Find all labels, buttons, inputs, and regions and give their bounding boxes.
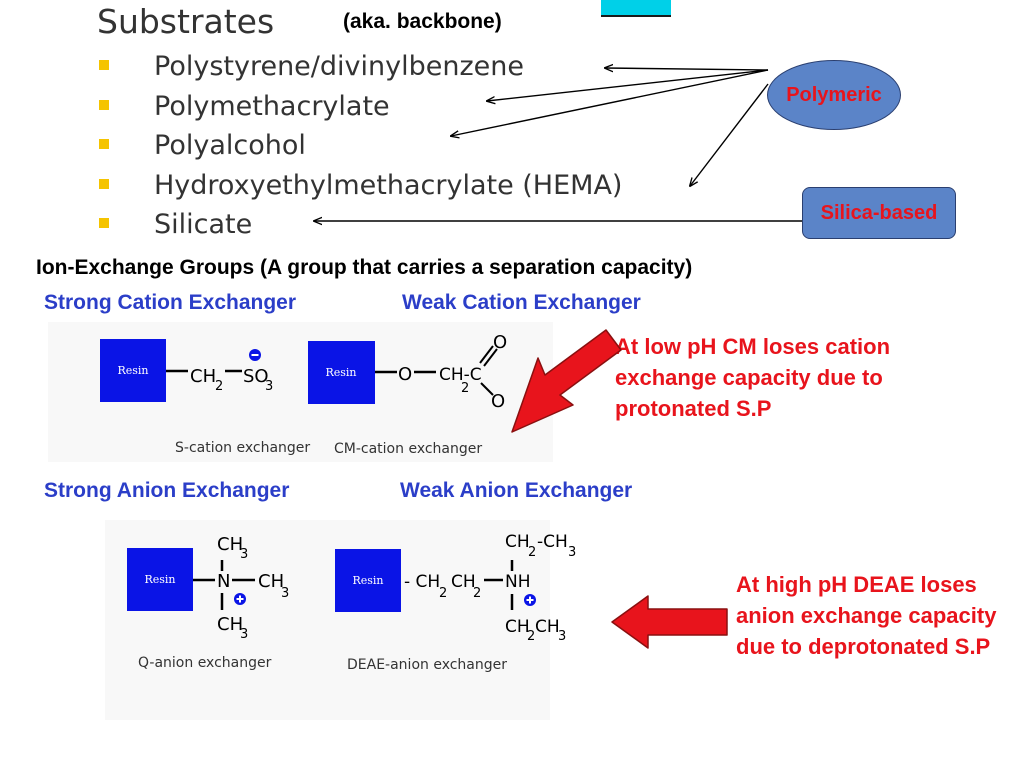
svg-text:CH: CH <box>451 572 476 592</box>
svg-text:CH: CH <box>505 617 530 637</box>
svg-text:-CH: -CH <box>537 532 568 552</box>
svg-text:CH: CH <box>217 614 243 635</box>
svg-text:N: N <box>217 571 230 592</box>
arrow-to-polymethacrylate <box>487 69 769 101</box>
svg-text:O: O <box>491 391 505 412</box>
svg-text:3: 3 <box>558 629 566 644</box>
svg-text:CH: CH <box>535 617 560 637</box>
svg-text:CH: CH <box>505 532 530 552</box>
resin-block <box>308 341 375 404</box>
svg-text:2: 2 <box>461 381 469 396</box>
svg-text:O: O <box>398 364 412 385</box>
s-cation-structure: Resin CH 2 SO 3 S-cation exchanger <box>100 339 310 456</box>
substrate-list: Polystyrene/divinylbenzene Polymethacryl… <box>96 50 622 248</box>
substrate-item: Polystyrene/divinylbenzene <box>96 50 622 90</box>
substrates-title: Substrates <box>97 2 275 41</box>
cm-cation-caption: CM-cation exchanger <box>334 441 482 457</box>
svg-text:SO: SO <box>243 366 269 387</box>
q-anion-caption: Q-anion exchanger <box>138 655 272 671</box>
svg-text:2: 2 <box>527 629 535 644</box>
svg-text:- CH: - CH <box>404 572 440 592</box>
bullet-icon <box>99 60 109 70</box>
bullet-icon <box>99 178 109 189</box>
svg-text:3: 3 <box>240 547 248 562</box>
resin-block <box>127 548 193 611</box>
resin-label: Resin <box>144 573 175 586</box>
substrate-item: Polymethacrylate <box>96 90 622 130</box>
svg-text:NH: NH <box>505 572 531 592</box>
svg-text:CH-C: CH-C <box>439 365 482 385</box>
svg-text:CH: CH <box>217 534 243 555</box>
svg-text:3: 3 <box>281 586 289 601</box>
substrate-item: Polyalcohol <box>96 129 622 169</box>
svg-text:O: O <box>493 332 507 353</box>
arrow-to-hema <box>690 83 769 186</box>
strong-anion-heading: Strong Anion Exchanger <box>44 479 290 502</box>
arrow-to-polystyrene <box>605 68 769 70</box>
resin-label: Resin <box>352 574 383 587</box>
weak-anion-heading: Weak Anion Exchanger <box>400 479 633 502</box>
resin-block <box>335 549 401 612</box>
bullet-icon <box>99 139 109 149</box>
svg-text:2: 2 <box>473 586 481 601</box>
polymeric-ellipse: Polymeric <box>767 60 901 130</box>
bullet-icon <box>99 218 109 228</box>
s-cation-caption: S-cation exchanger <box>175 440 310 456</box>
svg-text:3: 3 <box>568 545 576 560</box>
resin-label: Resin <box>325 366 356 379</box>
substrate-item: Silicate <box>96 208 622 248</box>
q-anion-structure: Resin N CH 3 CH 3 CH 3 Q-anion exchanger <box>127 534 289 671</box>
arrow-to-polyalcohol <box>451 69 769 136</box>
svg-text:CH: CH <box>190 366 216 387</box>
resin-block <box>100 339 166 402</box>
cm-note: At low pH CM loses cation exchange capac… <box>615 334 891 421</box>
red-arrow-cm <box>511 329 622 433</box>
svg-text:CH: CH <box>258 571 284 592</box>
svg-text:2: 2 <box>439 586 447 601</box>
svg-text:3: 3 <box>265 379 273 394</box>
resin-label: Resin <box>117 364 148 377</box>
svg-text:3: 3 <box>240 627 248 642</box>
strong-cation-heading: Strong Cation Exchanger <box>44 291 297 314</box>
bullet-icon <box>99 99 109 110</box>
deae-anion-structure: Resin - CH 2 CH 2 NH CH 2 -CH 3 CH 2 CH … <box>335 532 576 673</box>
teal-decoration <box>601 0 671 17</box>
red-arrow-deae <box>611 595 728 649</box>
aka-backbone-label: (aka. backbone) <box>343 10 502 33</box>
deae-note: At high pH DEAE loses anion exchange cap… <box>736 572 997 659</box>
ion-exchange-heading: Ion-Exchange Groups (A group that carrie… <box>36 256 693 279</box>
svg-text:2: 2 <box>215 379 223 394</box>
svg-text:2: 2 <box>528 545 536 560</box>
cm-cation-structure: Resin O CH-C 2 O O CM-cation exchanger <box>308 332 507 457</box>
silica-based-box: Silica-based <box>802 187 956 239</box>
weak-cation-heading: Weak Cation Exchanger <box>402 291 641 314</box>
substrate-item: Hydroxyethylmethacrylate (HEMA) <box>96 169 622 209</box>
deae-anion-caption: DEAE-anion exchanger <box>347 657 507 673</box>
